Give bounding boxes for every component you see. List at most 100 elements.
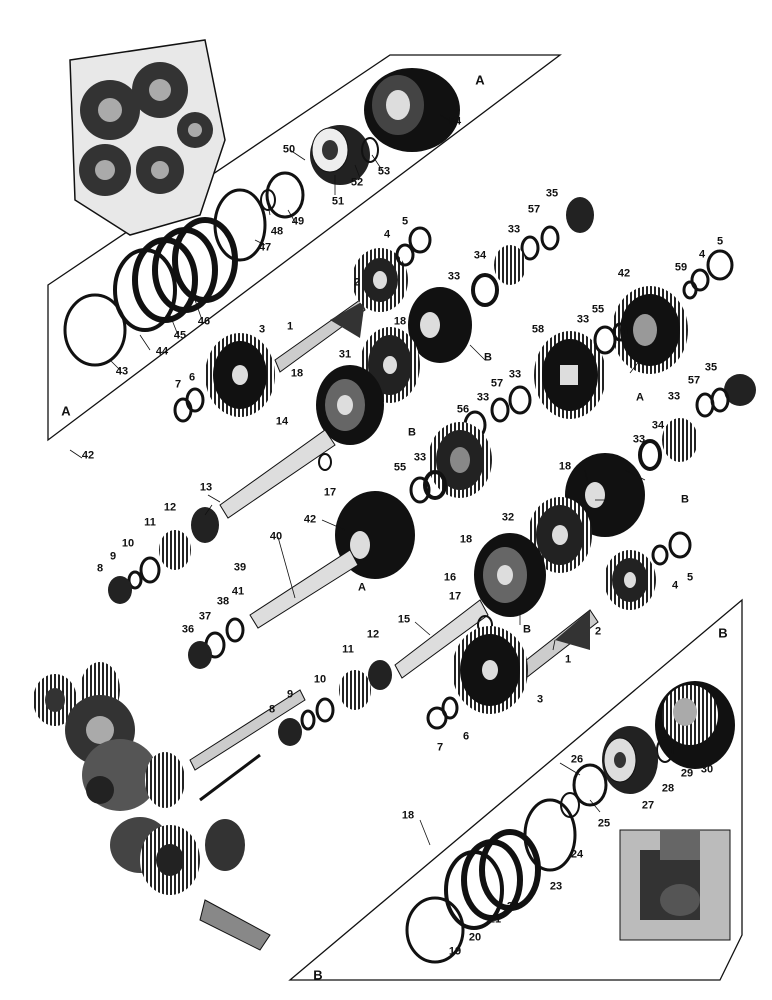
callout-10-top: 10	[121, 537, 135, 550]
callout-9-top: 9	[109, 550, 117, 563]
gear-30	[655, 681, 735, 769]
callout-29: 29	[680, 767, 694, 780]
callout-11-bottom: 11	[342, 643, 354, 656]
callout-43: 43	[115, 365, 129, 378]
callout-18-mid: 18	[290, 367, 304, 380]
callout-37: 37	[198, 610, 212, 623]
pinion-shaft-1-top	[274, 299, 366, 373]
callout-55-mid: 55	[393, 461, 407, 474]
callout-47: 47	[258, 241, 272, 254]
panel-label-b-top: B	[718, 625, 728, 641]
callout-33-c: 33	[413, 451, 427, 464]
callout-27: 27	[641, 799, 655, 812]
callout-51: 51	[331, 195, 345, 208]
ring-7-bottom	[426, 706, 448, 730]
leader-lines	[69, 114, 646, 846]
pinion-shaft-1-bottom	[519, 609, 599, 679]
callout-17-mid: 17	[448, 590, 462, 603]
panel-a-frame	[47, 54, 562, 442]
panel-b-frame	[288, 598, 743, 981]
callout-17-top: 17	[323, 486, 337, 499]
callout-b-low: B	[523, 623, 531, 636]
shaft-13	[219, 429, 336, 519]
callout-58: 58	[531, 323, 545, 336]
callout-56: 56	[456, 403, 470, 416]
callout-6-bottom: 6	[462, 730, 470, 743]
callout-2-top: 2	[353, 276, 361, 289]
callout-32: 32	[501, 511, 515, 524]
gear-3-top	[205, 333, 275, 417]
callout-42-right: 42	[617, 267, 631, 280]
ring-19	[405, 896, 465, 964]
callout-14: 14	[275, 415, 289, 428]
callout-16: 16	[443, 571, 457, 584]
callout-b-mid: B	[408, 426, 416, 439]
callout-2-mid: 2	[594, 625, 602, 638]
callout-28: 28	[661, 782, 675, 795]
callout-59: 59	[674, 261, 688, 274]
ring-6-bottom	[441, 696, 459, 720]
ring-55	[409, 476, 431, 504]
callout-34-right: 34	[651, 419, 665, 432]
bushing-5-mid	[668, 531, 692, 559]
callout-34-top: 34	[473, 249, 487, 262]
panel-label-a-top: A	[475, 72, 485, 88]
callout-57-mid: 57	[490, 377, 504, 390]
callout-33-mid: 33	[508, 368, 522, 381]
callout-7-bottom: 7	[436, 741, 444, 754]
small-parts-left	[108, 387, 392, 746]
small-gears-top-right	[395, 197, 594, 307]
callout-33-top: 33	[507, 223, 521, 236]
drum-18-mid-lower	[474, 533, 546, 617]
callout-50: 50	[282, 143, 296, 156]
callout-8-top: 8	[96, 562, 104, 575]
ring-49	[260, 189, 276, 211]
callout-7-top: 7	[174, 378, 182, 391]
callout-49: 49	[291, 215, 305, 228]
callout-35-top: 35	[545, 187, 559, 200]
bushing-17-top	[318, 453, 332, 471]
clutch-pack-46	[113, 217, 238, 332]
callout-40: 40	[269, 530, 283, 543]
drum-14	[316, 365, 384, 445]
callout-9-bottom: 9	[286, 688, 294, 701]
small-parts-right	[463, 249, 756, 471]
washer-48	[265, 171, 305, 219]
callout-53: 53	[377, 165, 391, 178]
callout-38: 38	[216, 595, 230, 608]
ring-29	[656, 737, 674, 763]
panel-label-a-left: A	[61, 403, 71, 419]
callout-19: 19	[448, 945, 462, 958]
gear-42-a-right	[612, 286, 688, 374]
gear-2-top	[352, 248, 408, 312]
callout-44: 44	[155, 345, 169, 358]
callout-18-r: 18	[558, 460, 572, 473]
callout-12-top: 12	[163, 501, 177, 514]
callout-30: 30	[700, 763, 714, 776]
gear-58	[534, 331, 606, 419]
housing-inset-image	[69, 39, 226, 236]
shaft-15	[394, 599, 489, 679]
callout-54: 54	[448, 115, 462, 128]
callout-55-top: 55	[591, 303, 605, 316]
callout-33-mid2: 33	[476, 391, 490, 404]
callout-42-center: 42	[303, 513, 317, 526]
callout-a-center: A	[358, 581, 366, 594]
callout-a-right: A	[636, 391, 644, 404]
shaft-40	[249, 549, 359, 629]
callout-48: 48	[270, 225, 284, 238]
callout-12-bottom: 12	[366, 628, 380, 641]
callout-33-right2: 33	[667, 390, 681, 403]
callout-4-mid: 4	[671, 579, 679, 592]
gear-32	[528, 497, 592, 573]
callout-33-right: 33	[576, 313, 590, 326]
callout-5-top: 5	[401, 215, 409, 228]
ring-4-mid	[651, 544, 669, 566]
callout-21: 21	[488, 913, 502, 926]
callout-15: 15	[397, 613, 411, 626]
callout-39: 39	[233, 561, 247, 574]
callout-45: 45	[173, 329, 187, 342]
callout-3-top: 3	[258, 323, 266, 336]
ring-53	[361, 137, 379, 163]
callout-33-top2: 33	[447, 270, 461, 283]
